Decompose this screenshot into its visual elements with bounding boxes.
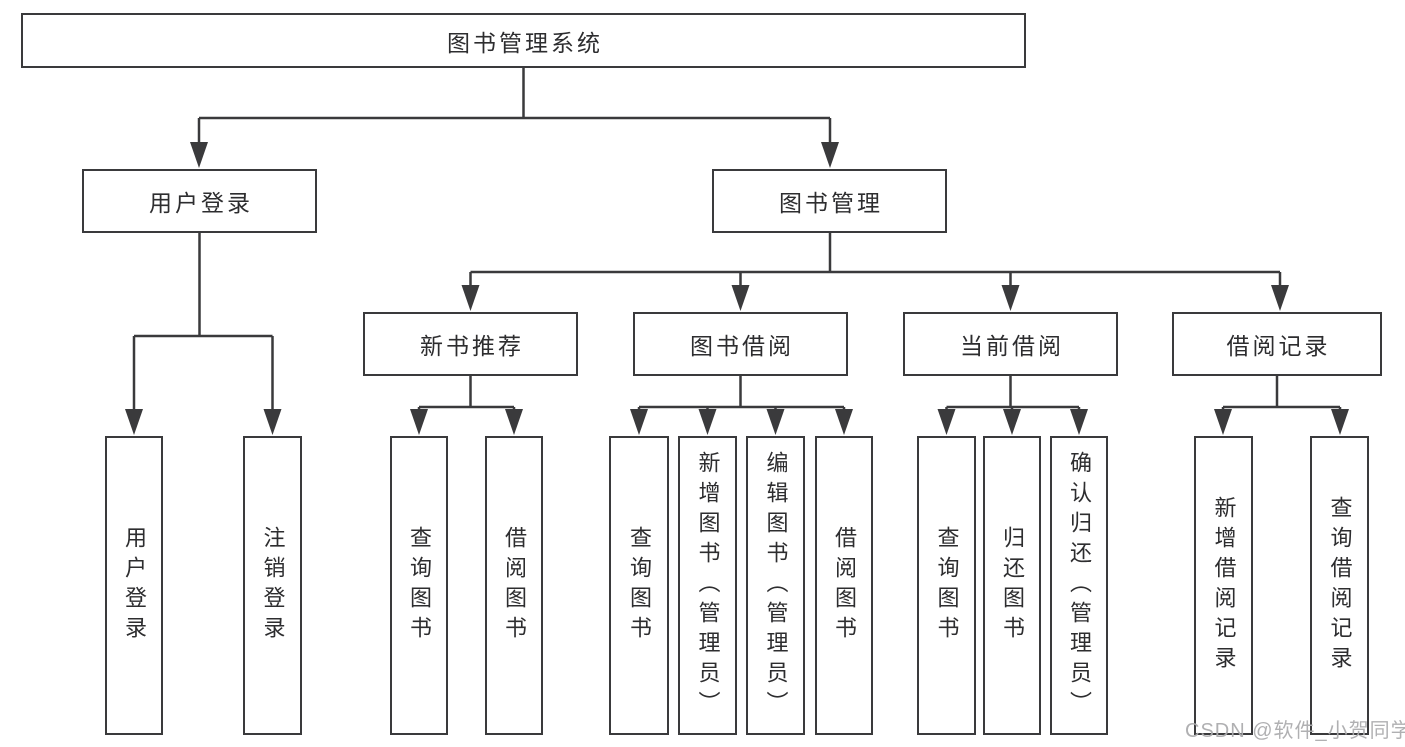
leaf-current-return-books: 归还图书 <box>983 436 1041 735</box>
node-book-management: 图书管理 <box>712 169 947 233</box>
leaf-label: 借阅图书 <box>502 525 527 646</box>
leaf-recommend-borrow-books: 借阅图书 <box>485 436 543 735</box>
leaf-user-login: 用户登录 <box>105 436 163 735</box>
leaf-borrowing-borrow-books: 借阅图书 <box>815 436 873 735</box>
leaf-recommend-query-books: 查询图书 <box>390 436 448 735</box>
leaf-logout: 注销登录 <box>243 436 302 735</box>
node-root-system: 图书管理系统 <box>21 13 1026 68</box>
leaf-records-query-borrow-record: 查询借阅记录 <box>1310 436 1369 735</box>
node-new-book-recommend: 新书推荐 <box>363 312 578 376</box>
leaf-label: 确认归还（管理员） <box>1067 450 1092 721</box>
leaf-current-query-books: 查询图书 <box>917 436 976 735</box>
node-label: 图书管理系统 <box>447 29 603 56</box>
node-current-borrowing: 当前借阅 <box>903 312 1118 376</box>
leaf-label: 注销登录 <box>260 525 286 646</box>
node-user-login: 用户登录 <box>82 169 317 233</box>
leaf-label: 查询图书 <box>407 525 432 646</box>
csdn-watermark: CSDN @软件_小贺同学 <box>1185 720 1405 742</box>
leaf-label: 借阅图书 <box>832 525 857 646</box>
node-book-borrowing: 图书借阅 <box>633 312 848 376</box>
leaf-borrowing-query-books: 查询图书 <box>609 436 669 735</box>
node-label: 借阅记录 <box>1226 333 1331 359</box>
leaf-records-add-borrow-record: 新增借阅记录 <box>1194 436 1253 735</box>
node-label: 图书管理 <box>779 190 883 216</box>
leaf-current-confirm-return-admin: 确认归还（管理员） <box>1050 436 1108 735</box>
leaf-borrowing-add-books-admin: 新增图书（管理员） <box>678 436 737 735</box>
leaf-label: 归还图书 <box>1000 525 1025 646</box>
node-label: 图书借阅 <box>690 333 794 359</box>
node-label: 当前借阅 <box>960 333 1064 359</box>
leaf-label: 新增图书（管理员） <box>695 450 721 721</box>
node-label: 用户登录 <box>149 190 253 216</box>
leaf-label: 查询图书 <box>627 525 652 646</box>
leaf-label: 查询借阅记录 <box>1327 495 1353 676</box>
leaf-label: 编辑图书（管理员） <box>763 450 789 721</box>
leaf-borrowing-edit-books-admin: 编辑图书（管理员） <box>746 436 805 735</box>
leaf-label: 用户登录 <box>122 525 147 646</box>
node-label: 新书推荐 <box>420 333 524 359</box>
leaf-label: 新增借阅记录 <box>1211 495 1237 676</box>
node-borrow-records: 借阅记录 <box>1172 312 1382 376</box>
leaf-label: 查询图书 <box>934 525 960 646</box>
